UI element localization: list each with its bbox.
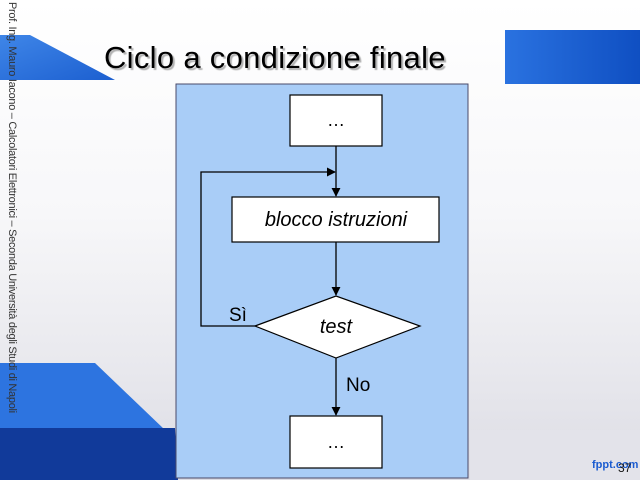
end-box [289,415,383,469]
bottom-strip-right [470,430,640,480]
bottom-left-decoration-dark [0,428,178,480]
process-box-label: blocco istruzioni [265,209,408,231]
start-box [289,94,383,147]
side-credit-text: Prof. Ing. Mauro Iacono – Calcolatori El… [6,2,18,413]
top-right-decoration [505,30,640,84]
decision-label: test [320,316,354,338]
process-box [231,196,440,243]
start-box-label: … [327,110,345,130]
slide-number: 37 [618,461,632,475]
arrow-loop-back [200,167,336,327]
decision-diamond [253,295,422,359]
flowchart-panel [175,83,469,479]
no-label: No [346,375,370,396]
top-left-decoration [0,35,115,80]
end-box-label: … [327,432,345,452]
yes-label: Sì [229,305,247,326]
slide-title: Ciclo a condizione finale [104,40,446,75]
brand-watermark: fppt.com [592,459,639,471]
